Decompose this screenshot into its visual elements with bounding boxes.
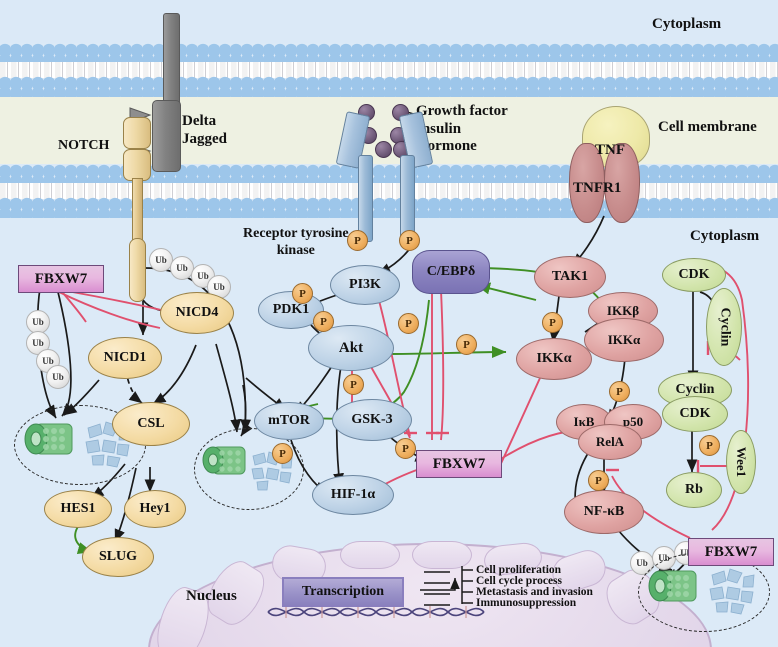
- phosphate-gsk3: P: [343, 374, 364, 395]
- notch-intracellular: [129, 238, 146, 302]
- node-hif1a[interactable]: HIF-1α: [312, 475, 394, 515]
- nucleus-pore-4: [340, 541, 400, 569]
- delta-jagged-body: [152, 100, 181, 172]
- phosphate-rela: P: [588, 470, 609, 491]
- label-rtk: Receptor tyrosine kinase: [243, 226, 349, 258]
- node-hey1[interactable]: Hey1: [124, 490, 186, 528]
- proteasome-barrel-middle: [202, 446, 246, 475]
- node-mtor[interactable]: mTOR: [254, 402, 324, 440]
- node-nicd4[interactable]: NICD4: [160, 292, 234, 334]
- node-ikka-right[interactable]: IKKα: [584, 318, 664, 362]
- node-nicd1[interactable]: NICD1: [88, 337, 162, 379]
- proteasome-barrel-right: [648, 570, 697, 602]
- node-nfkb[interactable]: NF-κB: [564, 490, 644, 534]
- node-cyclin-label: Cyclin: [717, 307, 733, 347]
- notch-ectodomain-1: [123, 117, 151, 149]
- node-ikka-left[interactable]: IKKα: [516, 338, 592, 380]
- phosphate-mtor: P: [272, 443, 293, 464]
- label-cell-membrane: Cell membrane: [658, 119, 757, 135]
- outcome-cell-cycle-process: Cell cycle process: [476, 575, 563, 587]
- fbxw7-box-right[interactable]: FBXW7: [688, 538, 774, 566]
- degraded-fragments-left: [85, 421, 131, 468]
- phosphate-akt: P: [398, 313, 419, 334]
- outcome-metastasis-invasion: Metastasis and invasion: [476, 586, 593, 598]
- node-gsk3[interactable]: GSK-3: [332, 399, 412, 441]
- rtk-stem-right: [400, 155, 415, 242]
- phosphate-gsk3-out: P: [395, 438, 416, 459]
- outcome-cell-proliferation: Cell proliferation: [476, 564, 562, 576]
- rtk-stem-left: [358, 155, 373, 242]
- notch-transmembrane: [132, 178, 143, 240]
- label-tnfr1: TNFR1: [573, 180, 622, 196]
- node-cebpd[interactable]: C/EBPδ: [412, 250, 490, 294]
- degraded-fragments-right: [709, 568, 755, 615]
- label-growth-factors: Growth factor Insulin Hormone: [416, 103, 508, 155]
- label-notch: NOTCH: [58, 138, 110, 153]
- node-rb[interactable]: Rb: [666, 472, 722, 508]
- label-tnf: TNF: [595, 142, 625, 158]
- phosphate-pi3k: P: [292, 283, 313, 304]
- label-cytoplasm-right: Cytoplasm: [690, 228, 760, 244]
- nucleus-pore-5: [412, 541, 472, 569]
- phosphate-pdk1: P: [313, 311, 334, 332]
- tnfr1-subunit-left: [569, 143, 605, 223]
- label-cytoplasm-top: Cytoplasm: [652, 16, 722, 32]
- node-cdk-complex[interactable]: CDK: [662, 396, 728, 432]
- transcription-box[interactable]: Transcription: [282, 577, 404, 607]
- node-wee1-label: Wee1: [734, 446, 750, 478]
- growth-factor-dot-5: [375, 141, 392, 158]
- tnfr1-subunit-right: [604, 143, 640, 223]
- lipid-bilayer-upper: [0, 42, 778, 97]
- node-akt[interactable]: Akt: [308, 325, 394, 371]
- node-cdk[interactable]: CDK: [662, 258, 726, 292]
- phosphate-rtk-right: P: [399, 230, 420, 251]
- lipid-bilayer-lower: [0, 163, 778, 218]
- node-slug[interactable]: SLUG: [82, 537, 154, 577]
- cytoplasm-top-region: [0, 0, 778, 43]
- fbxw7-box-center[interactable]: FBXW7: [416, 450, 502, 478]
- phosphate-cebpd: P: [456, 334, 477, 355]
- ubiquitin-notch-2: Ub: [170, 256, 194, 280]
- node-hes1[interactable]: HES1: [44, 490, 112, 528]
- outcome-immunosuppression: Immunosuppression: [476, 597, 577, 609]
- node-cyclin[interactable]: Cyclin: [706, 288, 742, 366]
- notch-ectodomain-2: [123, 149, 151, 181]
- phosphate-cyclin-cdk: P: [699, 435, 720, 456]
- phosphate-ikk: P: [609, 381, 630, 402]
- delta-jagged-stem: [163, 13, 180, 107]
- node-csl[interactable]: CSL: [112, 402, 190, 446]
- ubiquitin-nicd1-3: Ub: [36, 349, 60, 373]
- node-pi3k[interactable]: PI3K: [330, 265, 400, 305]
- ubiquitin-nicd1-1: Ub: [26, 310, 50, 334]
- phosphate-rtk-left: P: [347, 230, 368, 251]
- ubiquitin-nicd1-4: Ub: [46, 365, 70, 389]
- proteasome-barrel-left: [24, 423, 73, 455]
- label-delta-jagged: Delta Jagged: [182, 113, 227, 147]
- degradation-zone-middle: [194, 428, 304, 510]
- label-nucleus: Nucleus: [186, 588, 237, 604]
- phosphate-tak1: P: [542, 312, 563, 333]
- fbxw7-box-left[interactable]: FBXW7: [18, 265, 104, 293]
- node-tak1[interactable]: TAK1: [534, 256, 606, 298]
- node-rela[interactable]: RelA: [578, 424, 642, 460]
- node-wee1[interactable]: Wee1: [726, 430, 756, 494]
